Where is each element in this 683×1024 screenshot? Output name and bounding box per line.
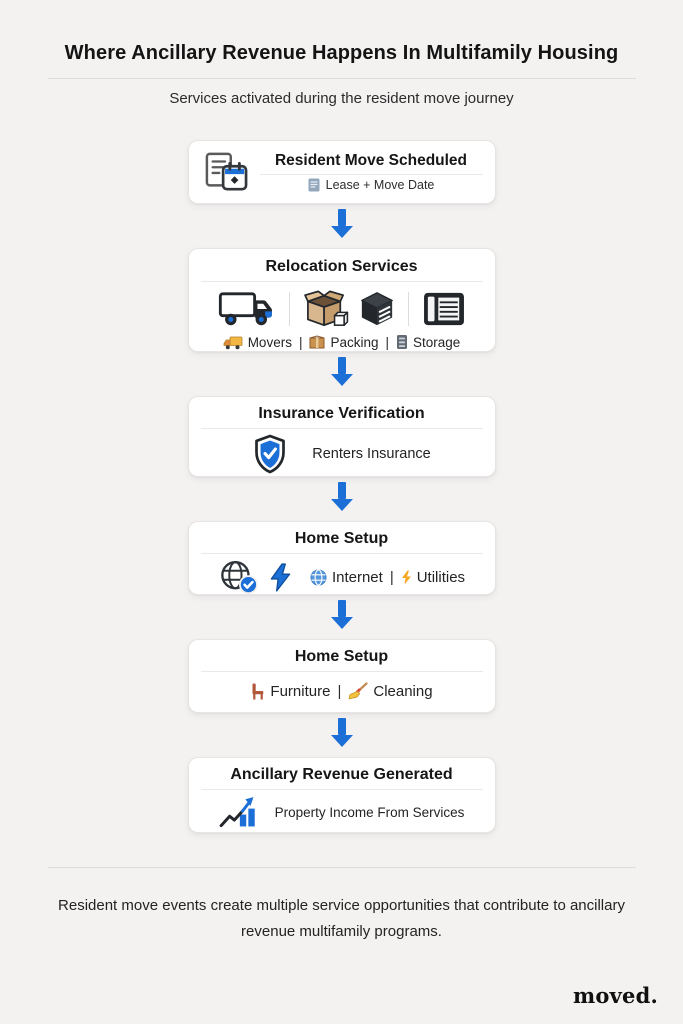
card-home-setup-furniture-cleaning: Home Setup Furniture | bbox=[187, 639, 496, 713]
footer-divider bbox=[47, 867, 636, 868]
globe-check-icon bbox=[218, 559, 260, 594]
card-title: Insurance Verification bbox=[258, 405, 425, 422]
card-title: Relocation Services bbox=[265, 258, 418, 275]
flow-arrow-down bbox=[188, 713, 496, 757]
card-divider bbox=[200, 671, 483, 672]
bolt-emoji-icon bbox=[401, 570, 412, 585]
moving-truck-icon bbox=[218, 289, 276, 329]
globe-emoji-icon bbox=[310, 568, 327, 586]
tag-separator: | bbox=[298, 334, 303, 350]
storage-unit-icon bbox=[422, 290, 466, 328]
packing-box-icon bbox=[303, 289, 349, 329]
tag-utilities: Utilities bbox=[401, 569, 465, 586]
tag-label: Storage bbox=[413, 334, 461, 350]
card-title: Home Setup bbox=[294, 648, 389, 665]
document-calendar-icon bbox=[203, 151, 249, 193]
flow-arrow-down bbox=[188, 204, 496, 248]
tag-label: Movers bbox=[247, 334, 292, 350]
card-divider bbox=[200, 553, 483, 554]
tag-storage: Storage bbox=[396, 334, 460, 350]
tag-label: Utilities bbox=[416, 568, 466, 586]
card-resident-move-scheduled: Resident Move Scheduled Lease + Move Dat… bbox=[187, 140, 496, 204]
header: Where Ancillary Revenue Happens In Multi… bbox=[0, 0, 683, 107]
card-detail: Lease + Move Date bbox=[325, 178, 435, 192]
tag-label: Internet bbox=[331, 568, 383, 586]
page-title: Where Ancillary Revenue Happens In Multi… bbox=[64, 42, 619, 64]
icon-separator bbox=[288, 292, 290, 326]
card-title: Ancillary Revenue Generated bbox=[230, 766, 453, 783]
bolt-icon bbox=[269, 562, 292, 592]
cabinet-emoji-icon bbox=[396, 334, 408, 350]
card-insurance-verification: Insurance Verification Renters Insurance bbox=[187, 396, 496, 477]
lease-document-icon bbox=[308, 178, 320, 192]
flow-diagram: Resident Move Scheduled Lease + Move Dat… bbox=[187, 140, 496, 833]
card-relocation-services: Relocation Services bbox=[187, 248, 496, 352]
tag-movers: Movers bbox=[223, 335, 292, 350]
tag-internet: Internet bbox=[310, 569, 383, 586]
page-subtitle: Services activated during the resident m… bbox=[169, 90, 514, 107]
tag-separator: | bbox=[337, 682, 342, 700]
tag-furniture: Furniture bbox=[250, 683, 330, 700]
flow-arrow-down bbox=[188, 595, 496, 639]
card-divider bbox=[200, 428, 483, 429]
card-title: Resident Move Scheduled bbox=[274, 152, 468, 169]
shield-check-icon bbox=[252, 434, 288, 474]
truck-emoji-icon bbox=[223, 335, 243, 350]
growth-chart-icon bbox=[219, 795, 259, 829]
card-detail: Renters Insurance bbox=[312, 446, 431, 462]
icon-separator bbox=[407, 292, 409, 326]
card-ancillary-revenue-generated: Ancillary Revenue Generated Property Inc… bbox=[187, 757, 496, 833]
flow-arrow-down bbox=[188, 352, 496, 396]
card-divider bbox=[200, 789, 483, 790]
tag-separator: | bbox=[389, 568, 394, 586]
broom-emoji-icon bbox=[348, 682, 368, 700]
tag-packing: Packing bbox=[309, 334, 379, 350]
card-divider bbox=[200, 281, 483, 282]
flow-arrow-down bbox=[188, 477, 496, 521]
tag-separator: | bbox=[385, 334, 390, 350]
tag-label: Cleaning bbox=[373, 682, 433, 700]
chair-emoji-icon bbox=[250, 683, 265, 700]
card-home-setup-internet-utilities: Home Setup bbox=[187, 521, 496, 595]
card-title: Home Setup bbox=[294, 530, 389, 547]
footer-note: Resident move events create multiple ser… bbox=[58, 897, 625, 940]
brand-logo: moved. bbox=[573, 983, 658, 1008]
tag-label: Packing bbox=[330, 334, 379, 350]
tag-label: Furniture bbox=[270, 682, 331, 700]
package-emoji-icon bbox=[309, 335, 325, 349]
card-detail: Property Income From Services bbox=[274, 804, 465, 820]
storage-cube-icon bbox=[359, 290, 395, 328]
title-divider bbox=[47, 78, 636, 79]
card-divider bbox=[259, 174, 483, 175]
tag-cleaning: Cleaning bbox=[348, 682, 433, 700]
